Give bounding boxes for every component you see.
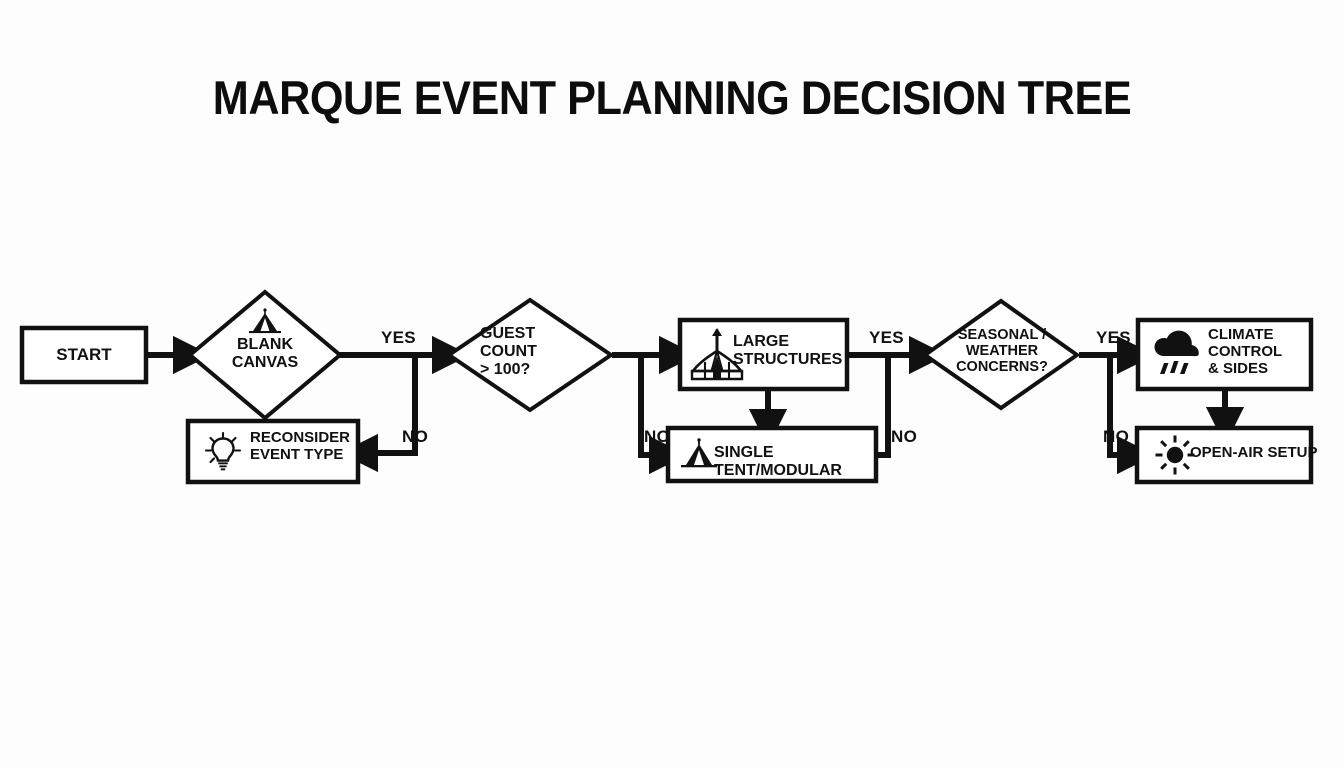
node-reconsider-shape[interactable]	[185, 418, 361, 485]
edge-guest-count-no-to-single-tent	[638, 355, 688, 475]
edge-label-seasonal-no: NO	[1103, 427, 1130, 446]
node-large-structures-shape[interactable]	[677, 317, 850, 392]
edge-label-single-tent-no: NO	[891, 427, 918, 446]
edge-label-blank-canvas-no: NO	[402, 427, 429, 446]
node-guest-count-shape[interactable]	[445, 297, 615, 413]
node-seasonal-weather-shape[interactable]	[921, 298, 1081, 411]
edge-label-blank-canvas-yes: YES	[381, 328, 416, 347]
edge-label-seasonal-yes: YES	[1096, 328, 1131, 347]
page-title: MARQUE EVENT PLANNING DECISION TREE	[212, 71, 1132, 124]
edge-label-guest-count-no: NO	[644, 427, 671, 446]
edge-seasonal-no-to-open-air	[1107, 355, 1156, 475]
node-single-tent-shape[interactable]	[665, 425, 879, 484]
node-open-air-shape[interactable]	[1134, 425, 1314, 485]
node-blank-canvas-shape[interactable]	[186, 289, 344, 421]
node-start-shape[interactable]	[19, 325, 149, 385]
edge-label-large-structures-yes: YES	[869, 328, 904, 347]
edge-single-tent-no-to-seasonal	[877, 358, 891, 458]
node-climate-control-shape[interactable]	[1135, 317, 1314, 392]
edge-blank-canvas-no-to-reconsider	[339, 355, 418, 473]
